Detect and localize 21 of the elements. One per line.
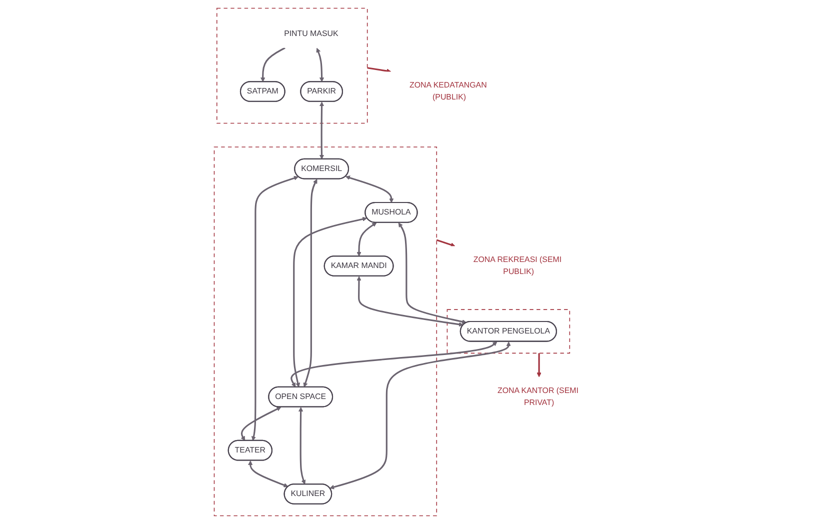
arrow: [248, 460, 289, 488]
arrow: [261, 47, 286, 82]
arrow: [398, 222, 468, 324]
arrow: [346, 176, 394, 203]
arrow: [304, 178, 318, 388]
arrow: [294, 216, 368, 388]
arrow: [252, 176, 300, 441]
arrow: [291, 341, 498, 388]
arrow: [436, 239, 456, 248]
arrow: [241, 406, 282, 441]
arrow: [368, 67, 392, 74]
arrow: [357, 222, 378, 257]
cluster: [216, 8, 368, 124]
cluster: [447, 309, 571, 354]
cluster: [214, 146, 438, 516]
arrow: [320, 102, 325, 160]
arrow: [298, 406, 306, 484]
arrow: [537, 353, 542, 378]
arrow: [330, 342, 512, 490]
arrow: [357, 276, 464, 327]
arrow: [316, 48, 325, 82]
